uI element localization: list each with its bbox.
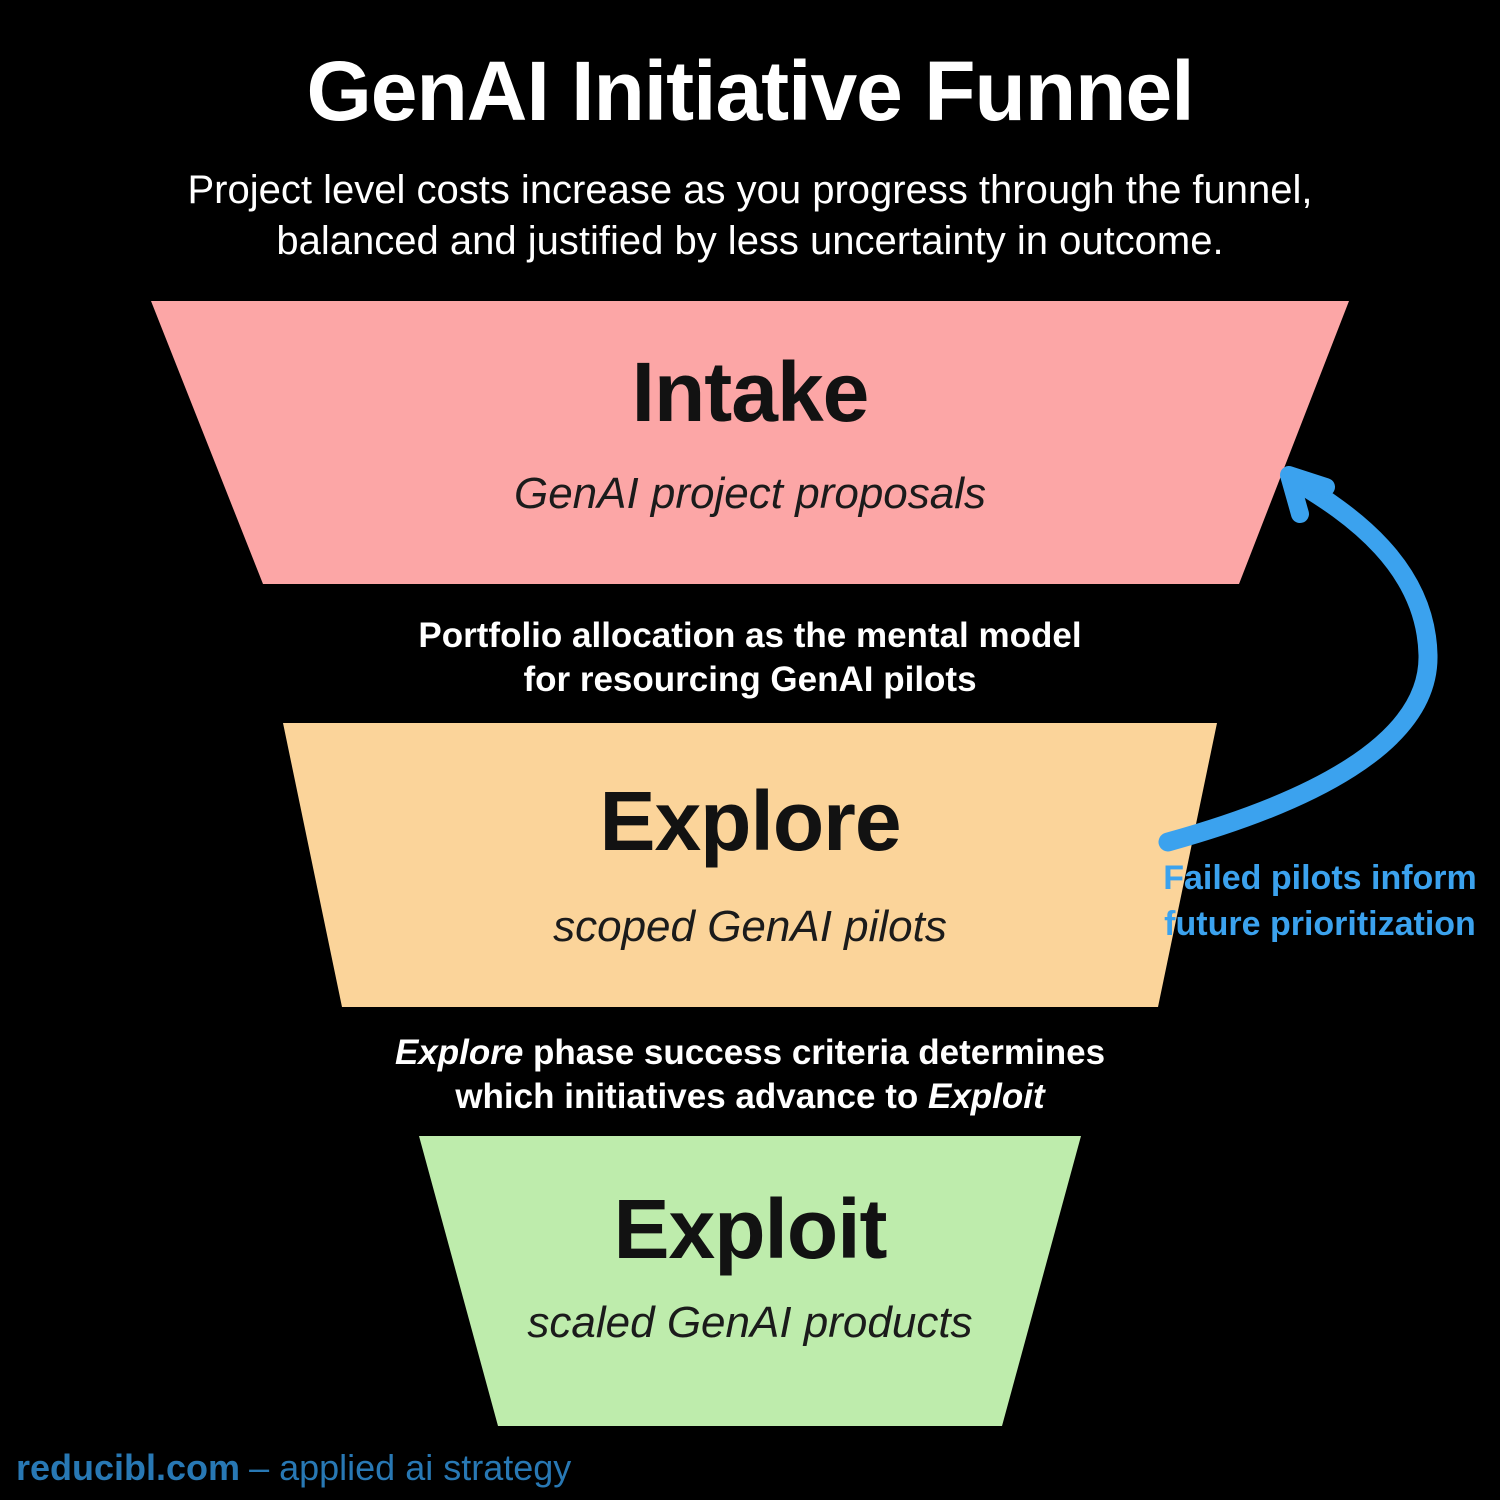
annotation-intake-to-explore: Portfolio allocation as the mental model… [0,614,1500,702]
annotation-explore-to-exploit: Explore phase success criteria determine… [0,1031,1500,1119]
feedback-arrow-shaft [1158,469,1438,852]
page-title: GenAI Initiative Funnel [306,44,1194,138]
page-subtitle: Project level costs increase as you prog… [0,165,1500,267]
annotation-italic-word: Explore [394,1033,524,1072]
intake-stage-shape [151,301,1349,584]
annotation-italic-word: Exploit [927,1076,1045,1116]
footer-tagline: – applied ai strategy [249,1447,572,1488]
exploit-stage-description: scaled GenAI products [527,1298,973,1347]
feedback-label-line: Failed pilots inform [1163,859,1477,897]
subtitle-line-2: balanced and justified by less uncertain… [276,218,1224,263]
explore-stage-shape [283,723,1217,1007]
subtitle-line-1: Project level costs increase as you prog… [187,168,1313,212]
annotation-line: Explore phase success criteria determine… [0,1031,1500,1075]
footer-credit: reducibl.com– applied ai strategy [16,1448,571,1488]
annotation-text: phase success criteria determines [523,1033,1106,1072]
annotation-line: Portfolio allocation as the mental model [418,616,1082,655]
intake-stage-description: GenAI project proposals [513,469,987,518]
feedback-label-line: future prioritization [1164,904,1476,943]
annotation-text: which initiatives advance to [455,1076,928,1116]
intake-stage-name: Intake [631,345,870,439]
feedback-loop-label: Failed pilots inform future prioritizati… [1120,856,1500,948]
annotation-line: which initiatives advance to Exploit [0,1075,1500,1119]
explore-stage-description: scoped GenAI pilots [553,902,947,951]
annotation-line: for resourcing GenAI pilots [523,659,977,699]
footer-brand: reducibl.com [16,1447,241,1488]
explore-stage-name: Explore [599,774,901,868]
feedback-arrowhead-icon [1280,466,1335,523]
exploit-stage-name: Exploit [613,1182,887,1276]
exploit-stage-shape [419,1136,1081,1426]
